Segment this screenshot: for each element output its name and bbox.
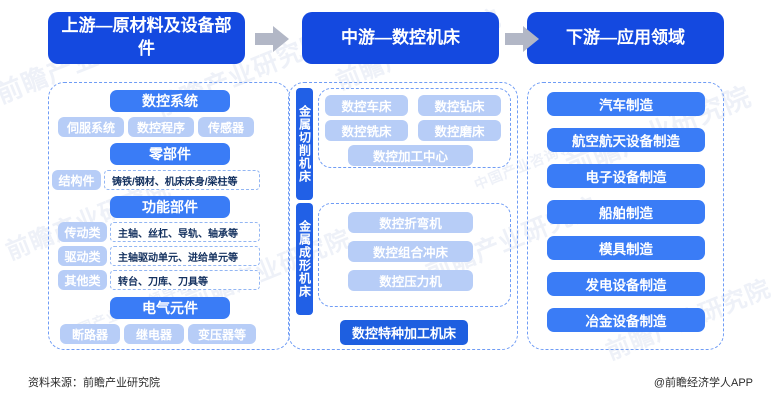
midstream-side-label-metal-forming: 金属成形机床 bbox=[296, 203, 313, 315]
upstream-group-title-electrical[interactable]: 电气元件 bbox=[110, 297, 230, 319]
brand-credit: @前瞻经济学人APP bbox=[653, 377, 753, 389]
downstream-item-power-generation[interactable]: 发电设备制造 bbox=[547, 272, 705, 296]
header-downstream[interactable]: 下游—应用领域 bbox=[527, 12, 724, 64]
upstream-tag-transmission[interactable]: 传动类 bbox=[58, 222, 107, 242]
midstream-item-cnc-lathe[interactable]: 数控车床 bbox=[325, 95, 408, 116]
upstream-tag-breaker[interactable]: 断路器 bbox=[60, 324, 120, 344]
downstream-container bbox=[527, 82, 724, 350]
header-midstream[interactable]: 中游—数控机床 bbox=[302, 12, 499, 64]
upstream-note-other: 转台、刀库、刀具等 bbox=[110, 270, 260, 290]
midstream-item-cnc-turret-punch[interactable]: 数控组合冲床 bbox=[348, 241, 473, 262]
downstream-item-shipbuilding[interactable]: 船舶制造 bbox=[547, 200, 705, 224]
upstream-tag-other[interactable]: 其他类 bbox=[58, 270, 107, 290]
midstream-item-cnc-press[interactable]: 数控压力机 bbox=[348, 270, 473, 291]
source-note: 资料来源：前瞻产业研究院 bbox=[28, 377, 160, 389]
downstream-item-mold[interactable]: 模具制造 bbox=[547, 236, 705, 260]
midstream-item-cnc-machining-center[interactable]: 数控加工中心 bbox=[348, 145, 473, 166]
upstream-group-title-cnc-system[interactable]: 数控系统 bbox=[110, 90, 230, 112]
upstream-group-title-functional-parts[interactable]: 功能部件 bbox=[110, 196, 230, 218]
downstream-item-electronics[interactable]: 电子设备制造 bbox=[547, 164, 705, 188]
upstream-tag-sensor[interactable]: 传感器 bbox=[198, 117, 254, 137]
downstream-item-aerospace[interactable]: 航空航天设备制造 bbox=[547, 128, 705, 152]
upstream-tag-cnc-program[interactable]: 数控程序 bbox=[128, 117, 194, 137]
arrow-right-icon bbox=[505, 24, 539, 54]
midstream-item-cnc-special-machining[interactable]: 数控特种加工机床 bbox=[340, 320, 468, 345]
upstream-tag-transformer[interactable]: 变压器等 bbox=[188, 324, 256, 344]
downstream-item-automobile[interactable]: 汽车制造 bbox=[547, 92, 705, 116]
upstream-note-drive: 主轴驱动单元、进给单元等 bbox=[110, 246, 260, 266]
upstream-tag-relay[interactable]: 继电器 bbox=[124, 324, 184, 344]
upstream-note-structural-parts: 铸铁/钢材、机床床身/梁柱等 bbox=[104, 170, 260, 190]
upstream-tag-structural-parts[interactable]: 结构件 bbox=[52, 170, 101, 190]
upstream-note-transmission: 主轴、丝杠、导轨、轴承等 bbox=[110, 222, 260, 242]
midstream-item-cnc-mill[interactable]: 数控铣床 bbox=[325, 120, 408, 141]
midstream-box-metal-forming bbox=[318, 203, 511, 307]
upstream-group-title-components[interactable]: 零部件 bbox=[110, 143, 230, 165]
midstream-item-cnc-grinder[interactable]: 数控磨床 bbox=[418, 120, 501, 141]
upstream-tag-servo-system[interactable]: 伺服系统 bbox=[58, 117, 124, 137]
downstream-item-metallurgy[interactable]: 冶金设备制造 bbox=[547, 308, 705, 332]
header-upstream[interactable]: 上游—原材料及设备部件 bbox=[48, 12, 245, 64]
midstream-side-label-metal-cutting: 金属切削机床 bbox=[296, 88, 313, 200]
midstream-item-cnc-drill[interactable]: 数控钻床 bbox=[418, 95, 501, 116]
midstream-box-metal-cutting bbox=[318, 88, 511, 168]
arrow-right-icon bbox=[255, 24, 289, 54]
upstream-container bbox=[48, 82, 290, 350]
midstream-container bbox=[288, 82, 518, 350]
upstream-tag-drive[interactable]: 驱动类 bbox=[58, 246, 107, 266]
midstream-item-cnc-bender[interactable]: 数控折弯机 bbox=[348, 212, 473, 233]
